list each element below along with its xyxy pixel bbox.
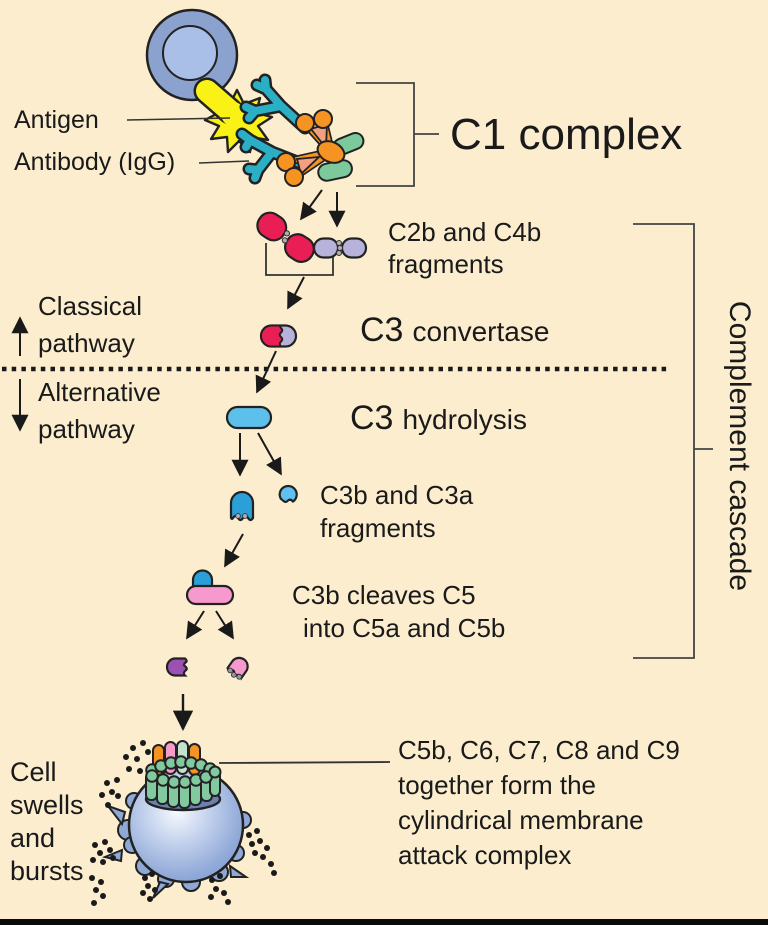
classical-label-line2: pathway: [38, 328, 135, 358]
antigen-leader-line: [126, 117, 231, 121]
classical-label-line1: Classical: [38, 291, 142, 321]
leaked-contents-dots: [89, 740, 277, 906]
mac-cylinder: [145, 740, 222, 809]
antibody-label: Antibody (IgG): [14, 148, 175, 176]
cell-label-line3: and: [10, 823, 55, 853]
mac-label-line4: attack complex: [398, 840, 571, 870]
antibody-leader-line: [198, 160, 250, 164]
mac-label-line2: together form the: [398, 770, 596, 800]
c2b-c4b-label-line2: fragments: [388, 249, 504, 279]
c1-orange-core: [316, 140, 346, 164]
c5-label-line2: into C5a and C5b: [303, 613, 505, 643]
antigen-label: Antigen: [14, 106, 99, 134]
arrow-c3b-to-c5: [224, 533, 244, 568]
c5b-fragment: [226, 656, 249, 681]
c1-orange-head: [313, 109, 333, 129]
c4b-fragment: [312, 237, 368, 259]
c1-orange-head: [284, 167, 304, 187]
c1-complex-label: C1 complex: [450, 110, 682, 159]
mac-front-rim: [145, 765, 222, 789]
cell-label-line1: Cell: [10, 757, 57, 787]
c1-salmon-wedge-lower: [295, 155, 322, 176]
bottom-border: [0, 919, 768, 925]
antibody-illustrations: [235, 73, 312, 185]
mac-leader-line: [218, 761, 391, 764]
c1-orange-head: [295, 113, 315, 133]
mac-label-line1: C5b, C6, C7, C8 and C9: [398, 735, 680, 765]
alternative-label-line1: Alternative: [38, 377, 161, 407]
antibody-lower: [235, 127, 307, 185]
c5-label-line1: C3b cleaves C5: [292, 580, 476, 610]
alternative-label-line2: pathway: [38, 414, 135, 444]
arrow-c3-to-c3a: [257, 432, 282, 476]
cascade-bracket: [633, 223, 713, 659]
c3b-c3a-label-line2: fragments: [320, 513, 436, 543]
c1-complex-illustration: [276, 109, 365, 187]
antibody-upper: [239, 73, 312, 135]
c3-convertase-pill: [259, 324, 298, 348]
fragments-join-bracket: [265, 243, 334, 276]
arrow-to-c5b: [215, 610, 234, 640]
arrow-convertase-to-c3: [255, 350, 277, 394]
cell-label-line2: swells: [10, 790, 84, 820]
c2b-fragment: [256, 211, 315, 263]
bursting-cell: [89, 740, 277, 906]
cell-label-line4: bursts: [10, 856, 84, 886]
c1-bracket: [356, 82, 439, 187]
c3b-c3a-label-line1: C3b and C3a: [320, 480, 474, 510]
complement-cascade-label: Complement cascade: [723, 301, 756, 591]
c3-pill: [225, 405, 273, 430]
c5a-fragment: [165, 657, 188, 677]
mac-label-line3: cylindrical membrane: [398, 805, 644, 835]
arrow-c1-to-c2b: [300, 189, 323, 221]
c3b-c5-complex: [185, 569, 235, 606]
target-cell: [145, 8, 239, 102]
c2b-c4b-label-line1: C2b and C4b: [388, 217, 541, 247]
arrow-to-c5a: [186, 610, 205, 640]
arrow-fragments-to-convertase: [287, 276, 305, 310]
c3b-fragment: [229, 490, 255, 522]
c3a-fragment: [278, 484, 298, 503]
